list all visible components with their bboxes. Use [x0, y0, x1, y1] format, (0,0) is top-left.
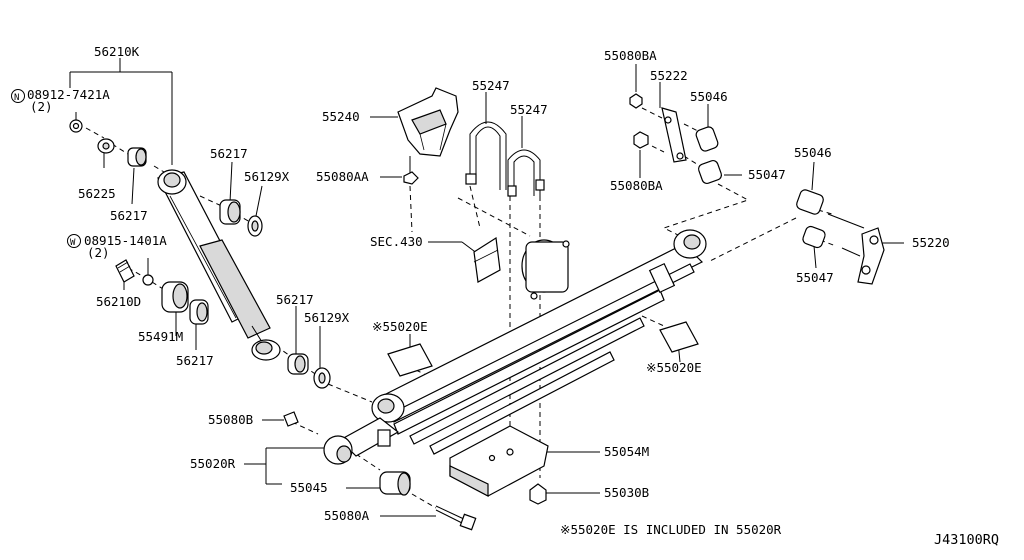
- label-55222[interactable]: 55222: [650, 68, 688, 83]
- label-55220[interactable]: 55220: [912, 235, 950, 250]
- front-hanger[interactable]: [283, 411, 411, 496]
- label-55080BA-top[interactable]: 55080BA: [604, 48, 657, 63]
- label-56210D[interactable]: 56210D: [96, 294, 141, 309]
- w-marker-icon: [67, 234, 81, 248]
- shock-upper-hardware[interactable]: [69, 119, 263, 237]
- label-55045[interactable]: 55045: [290, 480, 328, 495]
- qty-08915: (2): [87, 245, 110, 260]
- label-55047-right[interactable]: 55047: [796, 270, 834, 285]
- part-labels: 56210K N 08912-7421A (2) 56225 56217 562…: [11, 44, 999, 548]
- label-56217-upper-left[interactable]: 56217: [110, 208, 148, 223]
- footnote: ※55020E IS INCLUDED IN 55020R: [560, 522, 782, 537]
- label-55491M[interactable]: 55491M: [138, 329, 183, 344]
- label-55080BA-bottom[interactable]: 55080BA: [610, 178, 663, 193]
- label-55046-right[interactable]: 55046: [794, 145, 832, 160]
- label-56217-lower-right[interactable]: 56217: [276, 292, 314, 307]
- w-marker: W: [70, 238, 76, 248]
- label-56217-upper-right[interactable]: 56217: [210, 146, 248, 161]
- label-08915-1401A[interactable]: 08915-1401A: [84, 233, 167, 248]
- label-55047-top[interactable]: 55047: [748, 167, 786, 182]
- leader-lines: [69, 58, 904, 517]
- label-56225[interactable]: 56225: [78, 186, 116, 201]
- bracket-55240[interactable]: [397, 87, 459, 185]
- label-56210K[interactable]: 56210K: [94, 44, 140, 59]
- label-55240[interactable]: 55240: [322, 109, 360, 124]
- pads[interactable]: [387, 321, 699, 377]
- label-56217-lower-left[interactable]: 56217: [176, 353, 214, 368]
- label-08912-7421A[interactable]: 08912-7421A: [27, 87, 110, 102]
- label-55080AA[interactable]: 55080AA: [316, 169, 369, 184]
- label-55080A[interactable]: 55080A: [324, 508, 370, 523]
- spring-plate[interactable]: [449, 425, 549, 497]
- shock-lower-hardware[interactable]: [115, 259, 331, 389]
- label-55020E-upper[interactable]: ※55020E: [372, 319, 428, 334]
- label-55020E-right[interactable]: ※55020E: [646, 360, 702, 375]
- diagram-id: J43100RQ: [934, 532, 999, 548]
- n-marker-icon: [11, 89, 25, 103]
- axle-housing[interactable]: [473, 236, 570, 300]
- label-55247-b[interactable]: 55247: [510, 102, 548, 117]
- label-55247-a[interactable]: 55247: [472, 78, 510, 93]
- u-bolts[interactable]: [465, 121, 545, 197]
- label-55046-top[interactable]: 55046: [690, 89, 728, 104]
- rear-hanger[interactable]: [795, 188, 885, 285]
- qty-08912: (2): [30, 99, 53, 114]
- label-56129X-lower[interactable]: 56129X: [304, 310, 350, 325]
- label-55054M[interactable]: 55054M: [604, 444, 649, 459]
- n-marker: N: [14, 93, 19, 103]
- label-55030B[interactable]: 55030B: [604, 485, 649, 500]
- rear-shackle[interactable]: [629, 93, 723, 185]
- shock-absorber[interactable]: [157, 169, 281, 361]
- label-55080B[interactable]: 55080B: [208, 412, 253, 427]
- leaf-spring[interactable]: [371, 229, 707, 455]
- plate-nut[interactable]: [529, 483, 547, 505]
- front-bolt[interactable]: [435, 505, 477, 531]
- label-55020R[interactable]: 55020R: [190, 456, 236, 471]
- label-56129X-upper[interactable]: 56129X: [244, 169, 290, 184]
- label-SEC430[interactable]: SEC.430: [370, 234, 423, 249]
